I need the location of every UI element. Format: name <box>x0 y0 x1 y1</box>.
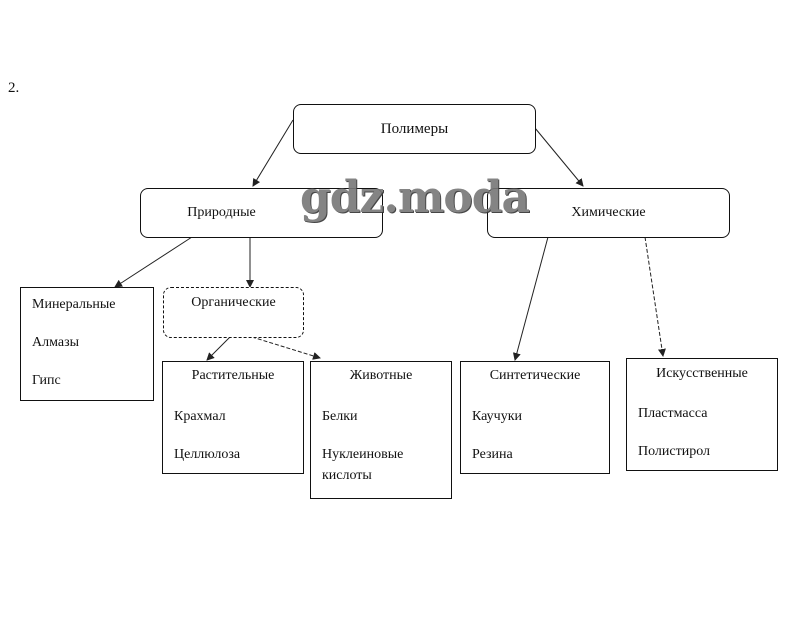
node-chemical-label: Химические <box>571 205 646 220</box>
list-item: Каучуки <box>472 409 522 424</box>
arrow-root-chemical <box>534 127 584 187</box>
node-organic-label: Органические <box>191 295 276 310</box>
arrow-chemical-synthetic <box>512 236 549 361</box>
list-item: Крахмал <box>174 409 226 424</box>
node-artificial-label: Искусственные <box>656 366 748 381</box>
node-chemical: Химические <box>487 188 730 238</box>
watermark: gdz.moda <box>300 172 530 223</box>
node-natural: Природные <box>140 188 383 238</box>
node-artificial: Искусственные Пластмасса Полистирол <box>626 358 778 471</box>
node-polymers: Полимеры <box>293 104 536 154</box>
list-item: Целлюлоза <box>174 447 241 462</box>
list-item: Нуклеиновые кислоты <box>322 447 404 483</box>
list-item: Гипс <box>32 373 61 388</box>
node-synthetic-label: Синтетические <box>489 368 581 383</box>
node-plant-label: Растительные <box>191 368 275 383</box>
list-item: Полистирол <box>638 444 711 459</box>
arrow-organic-animal <box>251 336 321 360</box>
node-plant: Растительные Крахмал Целлюлоза <box>162 361 304 474</box>
arrow-root-natural <box>252 119 294 187</box>
list-item: Белки <box>322 409 358 424</box>
list-item: Резина <box>472 447 513 462</box>
node-mineral-label: Минеральные <box>32 297 116 312</box>
list-item: Алмазы <box>32 335 80 350</box>
list-item: Пластмасса <box>638 406 708 421</box>
node-synthetic: Синтетические Каучуки Резина <box>460 361 610 474</box>
node-polymers-label: Полимеры <box>380 120 449 137</box>
node-animal: Животные Белки Нуклеиновые кислоты <box>310 361 452 499</box>
node-mineral: Минеральные Алмазы Гипс <box>20 287 154 401</box>
node-natural-label: Природные <box>187 205 256 220</box>
node-organic: Органические <box>163 287 304 338</box>
task-number: 2. <box>8 80 20 96</box>
arrow-chemical-artificial <box>644 236 666 357</box>
arrow-organic-plant <box>206 336 231 361</box>
node-animal-label: Животные <box>349 368 413 383</box>
arrow-natural-mineral <box>114 236 193 288</box>
